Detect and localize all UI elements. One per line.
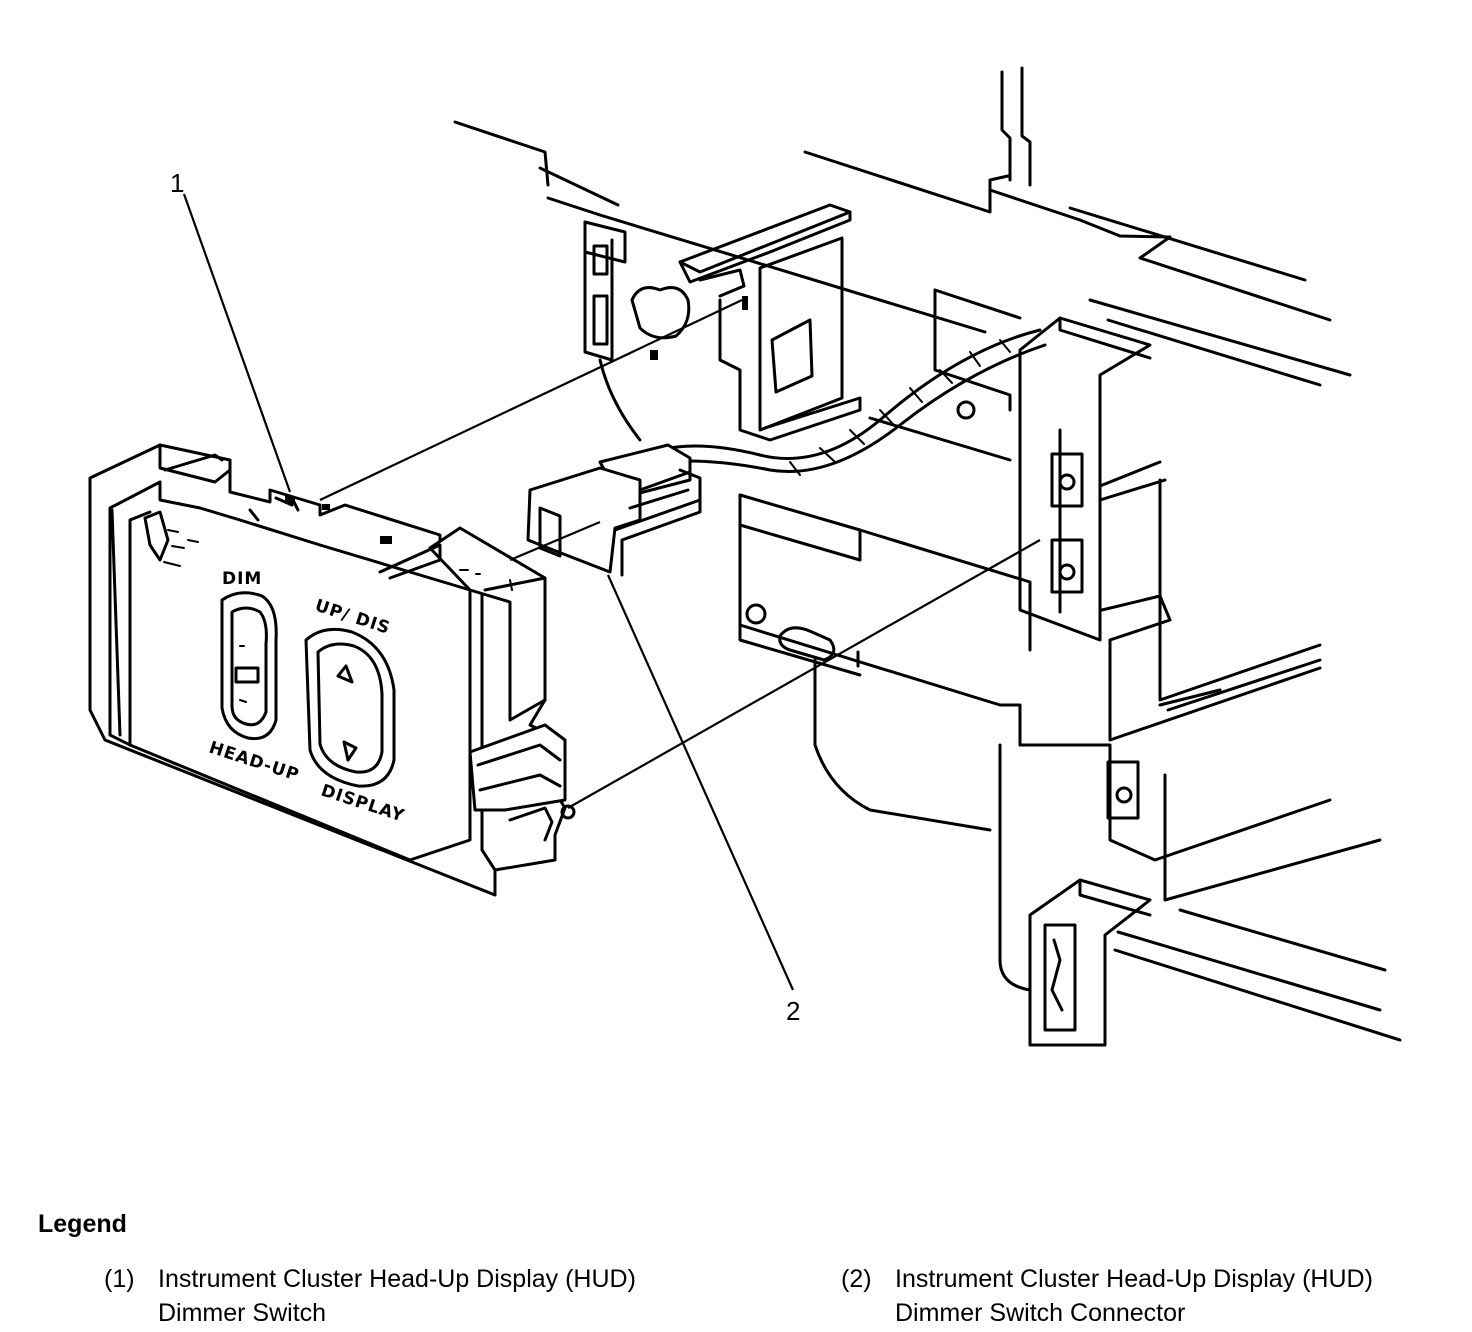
legend-item-number: (1)	[104, 1265, 135, 1293]
assembly-guide-lines	[319, 299, 1041, 809]
instrument-panel-structure	[453, 66, 1402, 1047]
callout-2: 2	[786, 996, 800, 1026]
legend-item-number: (2)	[841, 1265, 872, 1293]
legend-item-1: (1) Instrument Cluster Head-Up Display (…	[104, 1262, 744, 1332]
hud-dimmer-switch: DIM UP/ DIS HEAD-UP DISPLAY	[88, 443, 576, 897]
callout-1-leader	[182, 193, 292, 493]
dim-label: DIM	[222, 569, 262, 589]
legend-item-2: (2) Instrument Cluster Head-Up Display (…	[841, 1262, 1461, 1332]
wire-harness	[658, 328, 1047, 476]
callout-2-leader	[606, 574, 795, 991]
dimmer-switch-connector	[526, 443, 702, 577]
legend-title: Legend	[38, 1210, 127, 1238]
callouts: 1 2	[170, 168, 800, 1026]
legend-item-text: Instrument Cluster Head-Up Display (HUD)…	[158, 1265, 636, 1327]
callout-1: 1	[170, 168, 184, 198]
exploded-diagram: DIM UP/ DIS HEAD-UP DISPLAY 1 2	[88, 66, 1402, 1047]
legend-item-text: Instrument Cluster Head-Up Display (HUD)…	[895, 1265, 1373, 1327]
